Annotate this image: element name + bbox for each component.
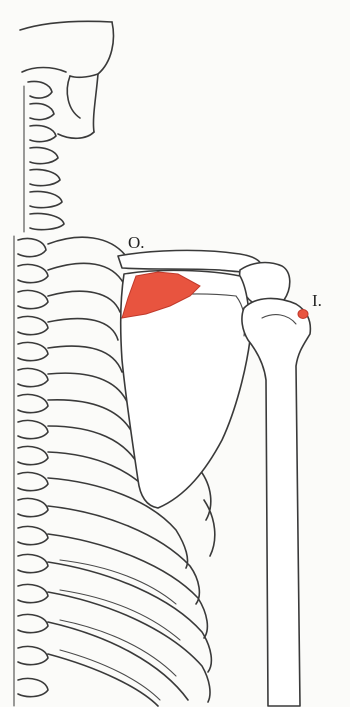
mandible <box>58 74 98 138</box>
insertion-point <box>298 310 308 319</box>
clavicle <box>118 250 262 272</box>
cervical-spine <box>24 81 64 232</box>
humerus <box>242 298 310 706</box>
thoracic-spine <box>14 236 48 706</box>
insertion-label: I. <box>312 291 322 310</box>
origin-label: O. <box>128 233 145 252</box>
